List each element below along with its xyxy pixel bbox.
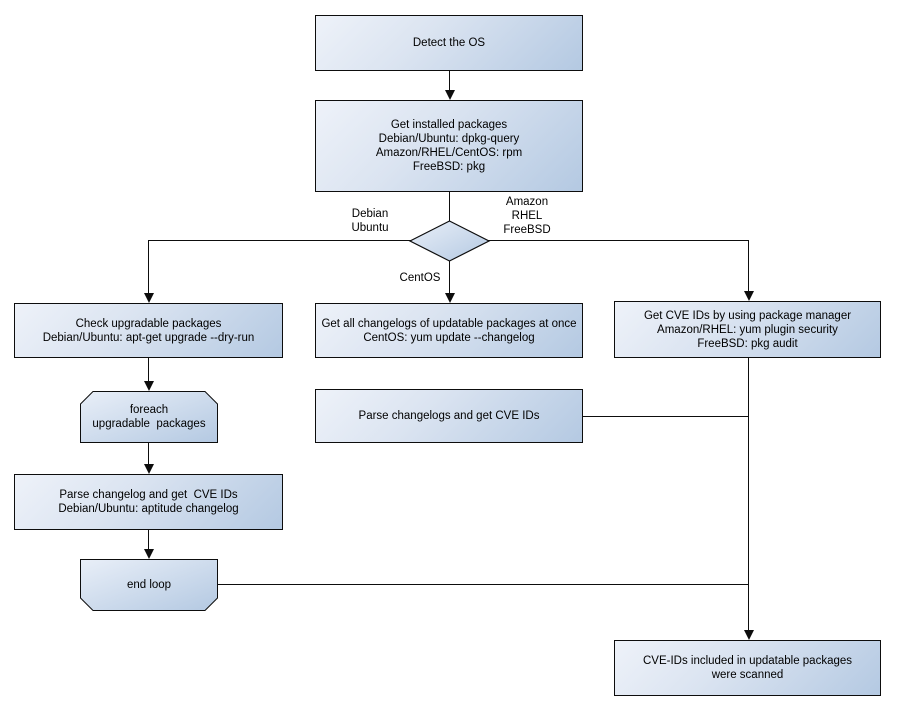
arrowhead-check-upgradable [143, 293, 154, 303]
connector-endloop-to-trunk [218, 584, 748, 585]
loop-end: end loop [80, 559, 218, 611]
loop-start-label: foreach upgradable packages [92, 404, 206, 430]
node-get-all-changelogs-centos: Get all changelogs of updatable packages… [315, 303, 583, 358]
connector-diamond-left-vertical [148, 240, 149, 294]
connector-trunk-to-result [748, 358, 749, 631]
connector-diamond-right-horizontal [488, 240, 748, 241]
node-result-scanned: CVE-IDs included in updatable packages w… [614, 640, 881, 696]
arrowhead-installed [444, 90, 455, 100]
connector-installed-to-diamond [449, 192, 450, 221]
edge-label-centos: CentOS [399, 272, 441, 284]
connector-diamond-bottom [449, 261, 450, 294]
connector-check-to-foreach [148, 358, 149, 382]
node-parse-changelogs-centos: Parse changelogs and get CVE IDs [315, 389, 583, 443]
node-get-cve-package-manager: Get CVE IDs by using package manager Ama… [614, 301, 881, 358]
connector-diamond-right-vertical [748, 240, 749, 292]
loop-end-label: end loop [126, 579, 172, 591]
node-check-upgradable-packages: Check upgradable packages Debian/Ubuntu:… [14, 303, 283, 358]
arrowhead-end-loop [143, 549, 154, 559]
arrowhead-result [743, 630, 754, 640]
arrowhead-foreach [143, 381, 154, 391]
loop-start-foreach: foreach upgradable packages [80, 391, 218, 443]
node-detect-os: Detect the OS [315, 15, 583, 71]
connector-parsemid-to-trunk [583, 416, 748, 417]
connector-diamond-left-horizontal [148, 240, 411, 241]
edge-label-amazon-rhel-freebsd: Amazon RHEL FreeBSD [503, 196, 551, 236]
arrowhead-get-all-changelogs [444, 293, 455, 303]
loop-end-shape [80, 559, 218, 611]
node-parse-changelog-debian: Parse changelog and get CVE IDs Debian/U… [14, 474, 283, 530]
connector-parse-to-endloop [148, 530, 149, 550]
connector-detect-to-installed [449, 71, 450, 91]
arrowhead-get-cve [743, 291, 754, 301]
loop-start-shape [80, 391, 218, 443]
node-get-installed-packages: Get installed packages Debian/Ubuntu: dp… [315, 100, 583, 192]
connector-foreach-to-parse [148, 443, 149, 465]
edge-label-debian-ubuntu: Debian Ubuntu [351, 208, 389, 234]
arrowhead-parse-changelog [143, 464, 154, 474]
decision-diamond-os [407, 218, 492, 264]
diamond-shape [408, 220, 491, 262]
